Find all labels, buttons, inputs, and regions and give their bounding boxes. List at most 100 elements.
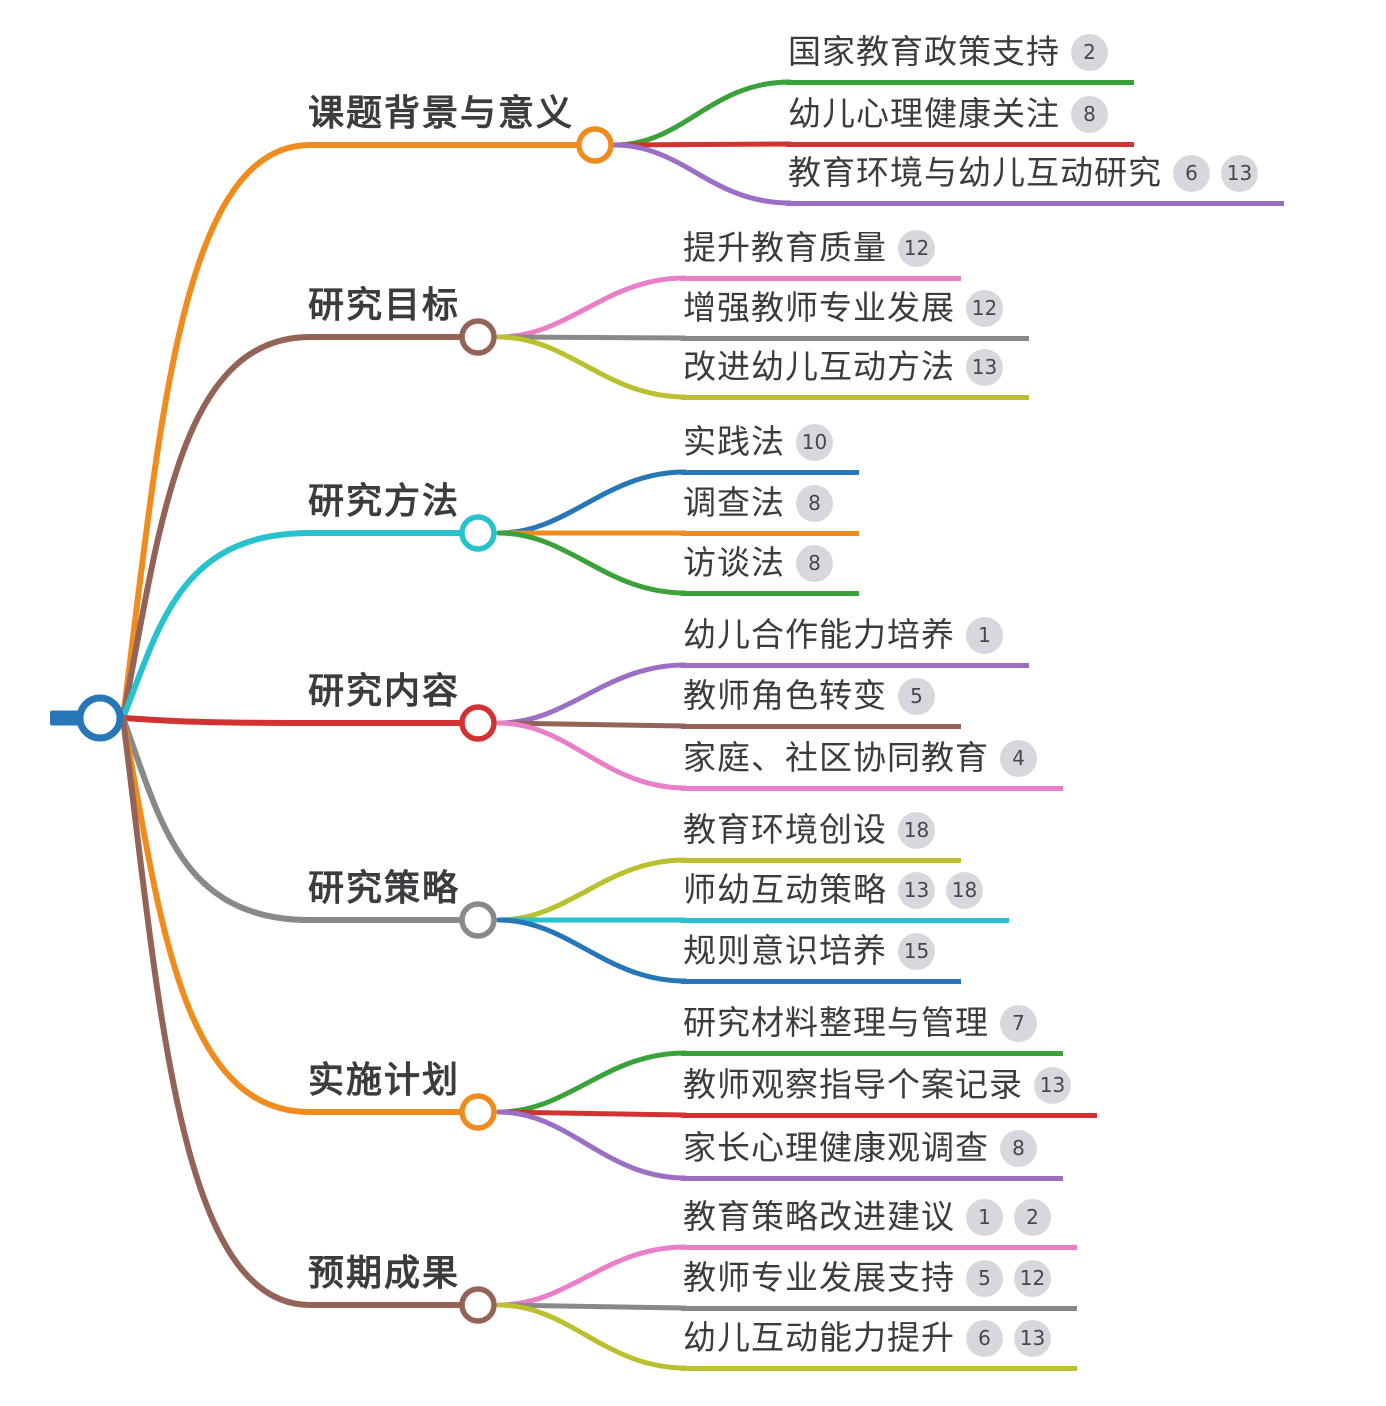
count-badge: 12	[1014, 1259, 1051, 1297]
edge-branch1-leaf2	[611, 141, 793, 148]
count-badge: 8	[796, 544, 833, 582]
leaf-label: 增强教师专业发展	[683, 288, 955, 327]
leaf-node[interactable]: 家长心理健康观调查 8	[681, 1127, 1063, 1181]
edge-branch2-leaf1	[496, 275, 688, 340]
branch6-node-circle[interactable]	[459, 1093, 497, 1131]
edge-branch2-leaf2	[496, 334, 688, 341]
edge-branch4-leaf1	[496, 662, 688, 726]
leaf-node[interactable]: 实践法 10	[681, 421, 859, 475]
leaf-label: 规则意识培养	[683, 931, 887, 970]
leaf-label: 师幼互动策略	[683, 870, 887, 909]
count-badge: 1	[966, 1198, 1003, 1236]
branch3-node-circle[interactable]	[459, 514, 497, 552]
edge-branch4-leaf2	[496, 720, 688, 729]
edge-branch3-leaf1	[496, 469, 688, 536]
branch-node-research-strategy[interactable]: 研究策略	[308, 868, 461, 909]
count-badge: 1	[966, 616, 1003, 654]
count-badge: 10	[796, 423, 833, 461]
count-badge: 8	[1071, 95, 1108, 133]
leaf-node[interactable]: 教师专业发展支持 5 12	[681, 1257, 1077, 1311]
edge-root-branch-1	[120, 142, 579, 721]
leaf-label: 教师观察指导个案记录	[683, 1065, 1023, 1104]
edge-branch7-leaf1	[496, 1244, 688, 1308]
branch4-node-circle[interactable]	[459, 704, 497, 742]
count-badge: 13	[966, 348, 1003, 386]
leaf-node[interactable]: 提升教育质量 12	[681, 227, 961, 281]
count-badge: 7	[1000, 1004, 1037, 1042]
leaf-label: 家庭、社区协同教育	[683, 738, 989, 777]
leaf-node[interactable]: 增强教师专业发展 12	[681, 287, 1029, 341]
leaf-node[interactable]: 教育环境与幼儿互动研究 6 13	[786, 152, 1284, 206]
count-badge: 12	[898, 229, 935, 267]
leaf-node[interactable]: 教育策略改进建议 1 2	[681, 1196, 1077, 1250]
count-badge: 6	[966, 1319, 1003, 1357]
leaf-label: 教育环境与幼儿互动研究	[788, 153, 1162, 192]
count-badge: 13	[898, 871, 935, 909]
edge-branch7-leaf2	[496, 1302, 688, 1311]
branch1-node-circle[interactable]	[576, 126, 614, 164]
branch-node-expected-outcomes[interactable]: 预期成果	[308, 1253, 461, 1294]
edge-root-branch-2	[120, 334, 464, 721]
edge-root-branch-4	[120, 715, 464, 726]
leaf-node[interactable]: 改进幼儿互动方法 13	[681, 346, 1029, 400]
leaf-label: 调查法	[683, 483, 785, 522]
count-badge: 2	[1014, 1198, 1051, 1236]
count-badge: 18	[898, 811, 935, 849]
branch-node-research-goals[interactable]: 研究目标	[308, 285, 461, 326]
count-badge: 8	[796, 484, 833, 522]
leaf-node[interactable]: 师幼互动策略 13 18	[681, 869, 1009, 923]
leaf-node[interactable]: 幼儿互动能力提升 6 13	[681, 1317, 1077, 1371]
leaf-label: 家长心理健康观调查	[683, 1128, 989, 1167]
branch-node-background-significance[interactable]: 课题背景与意义	[308, 93, 575, 134]
edge-branch5-leaf3	[496, 917, 688, 984]
root-stub	[50, 710, 80, 726]
leaf-node[interactable]: 幼儿心理健康关注 8	[786, 93, 1134, 147]
leaf-label: 幼儿互动能力提升	[683, 1318, 955, 1357]
leaf-node[interactable]: 教师角色转变 5	[681, 675, 961, 729]
leaf-label: 教育策略改进建议	[683, 1197, 955, 1236]
count-badge: 5	[966, 1259, 1003, 1297]
branch2-node-circle[interactable]	[459, 318, 497, 356]
leaf-node[interactable]: 调查法 8	[681, 482, 859, 536]
leaf-node[interactable]: 教师观察指导个案记录 13	[681, 1064, 1097, 1118]
root-node-circle[interactable]	[76, 694, 124, 742]
edge-branch1-leaf1	[611, 79, 793, 148]
leaf-node[interactable]: 规则意识培养 15	[681, 930, 961, 984]
count-badge: 6	[1173, 154, 1210, 192]
leaf-label: 教师角色转变	[683, 676, 887, 715]
leaf-label: 提升教育质量	[683, 228, 887, 267]
count-badge: 13	[1221, 154, 1258, 192]
edge-branch1-leaf3	[611, 142, 793, 206]
edge-branch7-leaf3	[496, 1302, 688, 1371]
leaf-node[interactable]: 家庭、社区协同教育 4	[681, 737, 1063, 791]
edge-branch3-leaf3	[496, 530, 688, 596]
leaf-label: 访谈法	[683, 543, 785, 582]
edge-branch2-leaf3	[496, 334, 688, 400]
leaf-node[interactable]: 教育环境创设 18	[681, 809, 961, 863]
branch-node-research-content[interactable]: 研究内容	[308, 671, 461, 712]
branch5-node-circle[interactable]	[459, 901, 497, 939]
branch7-node-circle[interactable]	[459, 1286, 497, 1324]
leaf-label: 幼儿心理健康关注	[788, 94, 1060, 133]
leaf-label: 国家教育政策支持	[788, 32, 1060, 71]
edge-branch5-leaf1	[496, 857, 688, 923]
count-badge: 2	[1071, 33, 1108, 71]
leaf-label: 教育环境创设	[683, 810, 887, 849]
leaf-label: 幼儿合作能力培养	[683, 615, 955, 654]
leaf-node[interactable]: 研究材料整理与管理 7	[681, 1002, 1063, 1056]
leaf-label: 改进幼儿互动方法	[683, 347, 955, 386]
branch-node-research-methods[interactable]: 研究方法	[308, 481, 461, 522]
leaf-node[interactable]: 访谈法 8	[681, 542, 859, 596]
leaf-node[interactable]: 幼儿合作能力培养 1	[681, 614, 1029, 668]
branch-node-implementation-plan[interactable]: 实施计划	[308, 1060, 461, 1101]
edge-branch6-leaf3	[496, 1109, 688, 1181]
leaf-node[interactable]: 国家教育政策支持 2	[786, 31, 1134, 85]
count-badge: 8	[1000, 1129, 1037, 1167]
leaf-label: 实践法	[683, 422, 785, 461]
edge-branch6-leaf1	[496, 1050, 688, 1115]
count-badge: 15	[898, 932, 935, 970]
edge-root-branch-6	[120, 715, 464, 1115]
leaf-label: 研究材料整理与管理	[683, 1003, 989, 1042]
edge-branch4-leaf3	[496, 720, 688, 791]
